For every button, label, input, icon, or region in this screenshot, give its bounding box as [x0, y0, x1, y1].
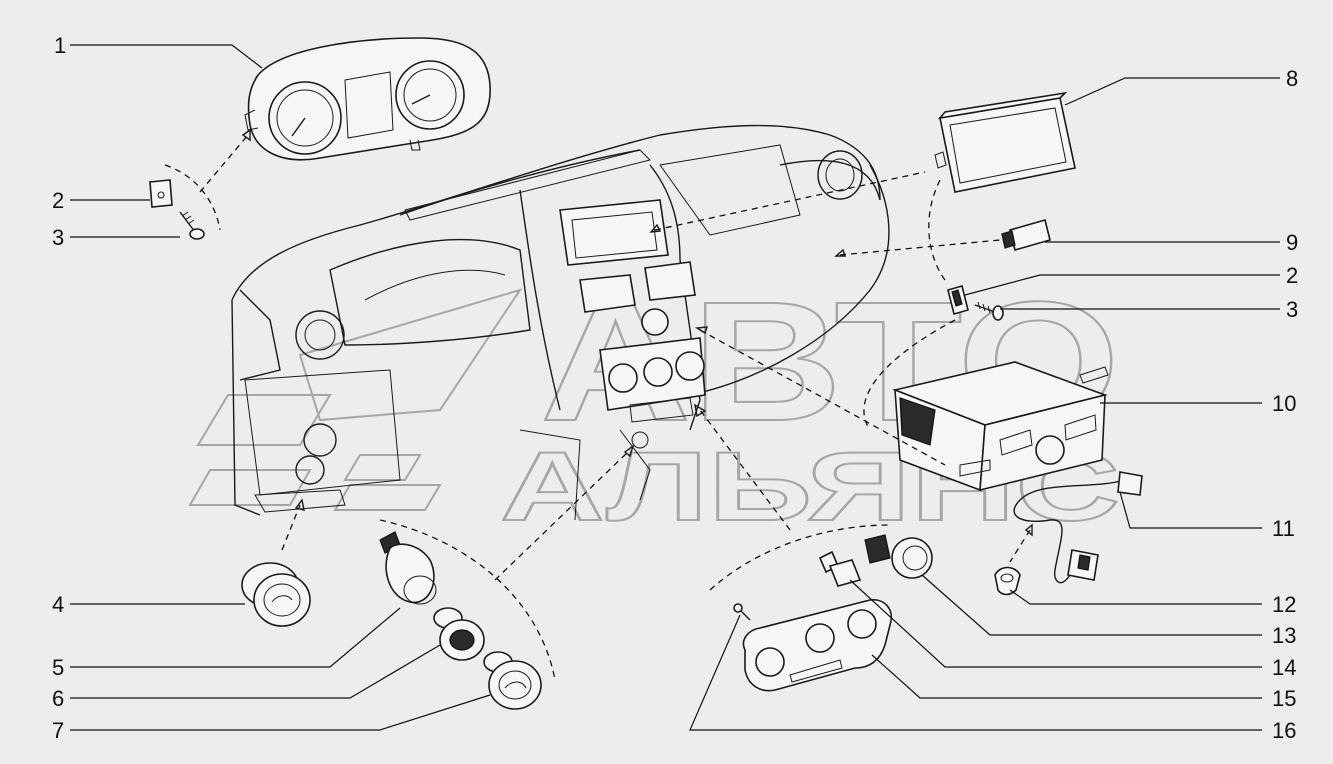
part-bulb-socket [818, 550, 862, 587]
part-small-screw [733, 603, 751, 621]
callout-10: 10 [1272, 391, 1296, 416]
part-socket-ring [433, 607, 485, 661]
part-clip-left [149, 179, 173, 208]
part-instrument-cluster [244, 37, 491, 161]
part-clip-right [947, 285, 969, 315]
part-socket-cap [483, 651, 542, 710]
part-round-switch [241, 562, 311, 627]
callout-2-right: 2 [1286, 263, 1298, 288]
part-knob-switch [864, 534, 933, 579]
part-audio-unit [892, 361, 1109, 492]
callout-13: 13 [1272, 623, 1296, 648]
part-lighter [379, 531, 437, 605]
callout-7: 7 [52, 718, 64, 743]
callout-12: 12 [1272, 592, 1296, 617]
callout-16: 16 [1272, 718, 1296, 743]
callout-3-left: 3 [52, 225, 64, 250]
callout-15: 15 [1272, 686, 1296, 711]
leader-lines [70, 44, 1280, 731]
part-holder-clip [994, 566, 1021, 596]
callout-4: 4 [52, 592, 64, 617]
part-display-screen [934, 91, 1076, 193]
callout-9: 9 [1286, 230, 1298, 255]
callout-labels: 1 2 3 4 5 6 7 8 9 2 3 10 11 12 13 14 15 … [52, 33, 1298, 743]
callout-3-right: 3 [1286, 297, 1298, 322]
callout-5: 5 [52, 655, 64, 680]
part-screw-left [179, 211, 205, 240]
callout-1: 1 [54, 33, 66, 58]
part-connector [1001, 219, 1051, 251]
callout-8: 8 [1286, 66, 1298, 91]
callout-6: 6 [52, 686, 64, 711]
assembly-lines [164, 128, 1033, 681]
callout-14: 14 [1272, 655, 1296, 680]
callout-2-left: 2 [52, 188, 64, 213]
callout-11: 11 [1272, 516, 1295, 541]
part-heater-control-panel [742, 599, 892, 692]
part-wiring-harness [1013, 471, 1143, 584]
watermark-logo-mark [188, 288, 523, 511]
dashboard-illustration [231, 124, 890, 521]
